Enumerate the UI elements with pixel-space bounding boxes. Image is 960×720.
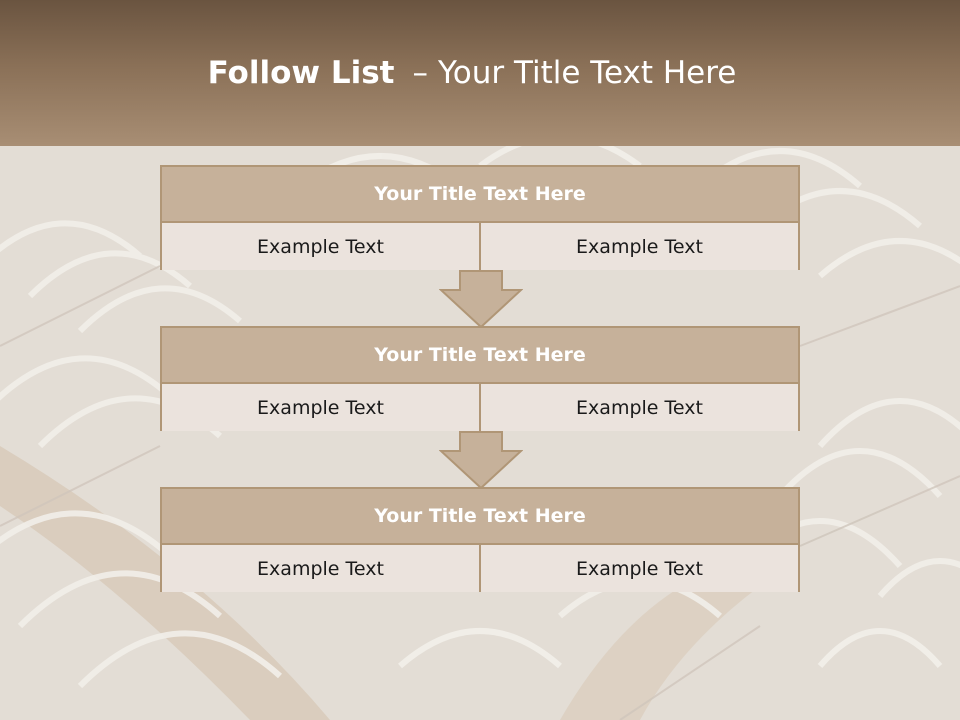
slide-title-bold: Follow List	[207, 55, 395, 91]
step-3-heading: Your Title Text Here	[162, 489, 798, 545]
step-3-left-cell: Example Text	[162, 545, 481, 592]
down-arrow-icon	[439, 270, 523, 328]
header-band: Follow List–Your Title Text Here	[0, 0, 960, 146]
title-separator: –	[412, 55, 428, 91]
step-box-3: Your Title Text Here Example Text Exampl…	[160, 487, 800, 592]
step-2-row: Example Text Example Text	[162, 384, 798, 431]
slide-title: Follow List–Your Title Text Here	[0, 55, 944, 91]
step-box-2: Your Title Text Here Example Text Exampl…	[160, 326, 800, 431]
slide-title-rest: Your Title Text Here	[437, 55, 737, 91]
step-3-right-cell: Example Text	[481, 545, 798, 592]
step-2-left-cell: Example Text	[162, 384, 481, 431]
step-1-heading: Your Title Text Here	[162, 167, 798, 223]
step-1-right-cell: Example Text	[481, 223, 798, 270]
step-1-row: Example Text Example Text	[162, 223, 798, 270]
step-2-heading: Your Title Text Here	[162, 328, 798, 384]
step-3-row: Example Text Example Text	[162, 545, 798, 592]
down-arrow-icon	[439, 431, 523, 489]
step-1-left-cell: Example Text	[162, 223, 481, 270]
step-2-right-cell: Example Text	[481, 384, 798, 431]
step-box-1: Your Title Text Here Example Text Exampl…	[160, 165, 800, 270]
